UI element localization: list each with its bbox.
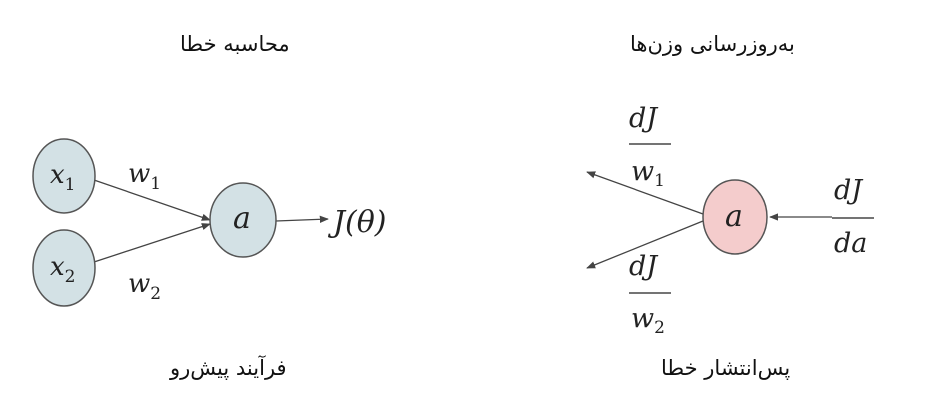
neuron-forward [209, 182, 277, 258]
grad-w2-denominator: w2 [631, 303, 665, 338]
edge-x1-a [93, 179, 211, 221]
input-node-x2 [32, 229, 96, 307]
weight2-label: w2 [128, 269, 161, 304]
weight1-label: w1 [128, 159, 161, 194]
grad-w1-numerator: dJ [629, 103, 659, 134]
edge-grad-w1 [586, 171, 704, 215]
caption-weights-update: به‌روزرسانی وزن‌ها [630, 32, 795, 56]
incoming-grad-numerator: dJ [834, 175, 864, 206]
grad-w2-numerator: dJ [629, 251, 659, 282]
output-label: J(θ) [327, 205, 387, 240]
input1-label: x1 [50, 160, 76, 195]
caption-backprop-error: پس‌انتشار خطا [661, 356, 791, 380]
caption-error-computation: محاسبه خطا [180, 32, 290, 56]
neuron-forward-label: a [233, 201, 251, 236]
incoming-grad-denominator: da [834, 228, 867, 259]
edge-x2-a [93, 223, 211, 263]
grad-w1-denominator: w1 [631, 156, 665, 191]
input2-label: x2 [50, 252, 76, 287]
neuron-backward [702, 179, 768, 255]
caption-forward-process: فرآیند پیش‌رو [170, 356, 287, 380]
edge-a-output [275, 215, 329, 223]
input-node-x1 [32, 138, 96, 214]
edge-grad-w2 [586, 220, 704, 269]
neuron-backward-label: a [725, 199, 743, 234]
